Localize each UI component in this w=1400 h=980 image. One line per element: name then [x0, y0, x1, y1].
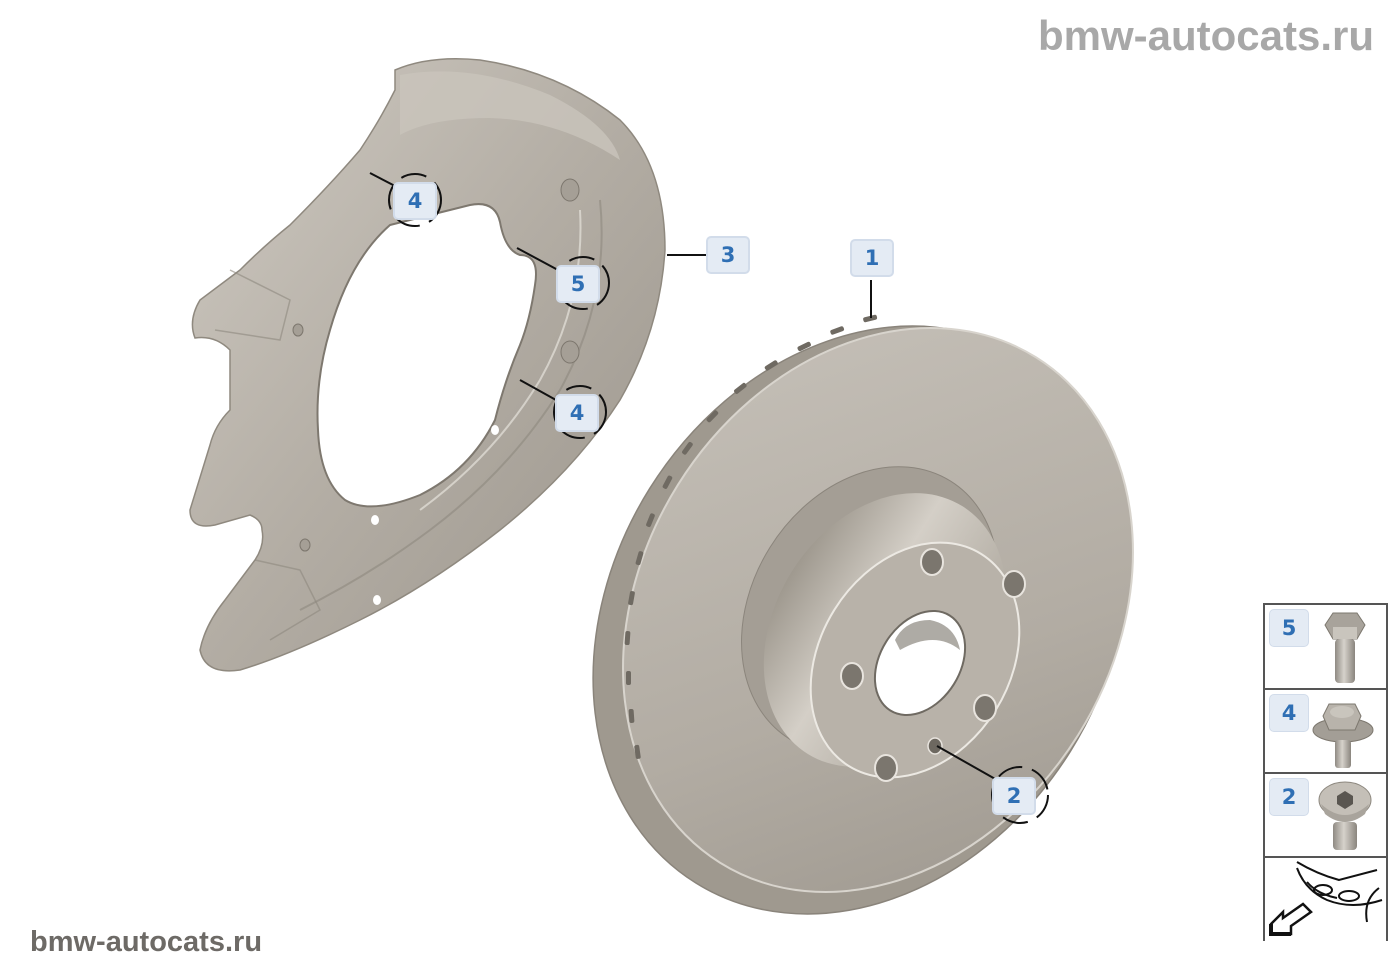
legend-label: 2 — [1269, 778, 1309, 816]
callout-part-3[interactable]: 3 — [706, 236, 750, 274]
callout-part-4-lower[interactable]: 4 — [555, 394, 599, 432]
legend-item-4[interactable]: 4 — [1265, 690, 1386, 774]
flange-bolt-icon — [1312, 703, 1374, 768]
callout-rings — [388, 173, 1049, 824]
legend-item-2[interactable]: 2 — [1265, 774, 1386, 858]
leader-lines — [369, 172, 998, 781]
legend-label: 5 — [1269, 609, 1309, 647]
brake-disc — [592, 314, 1134, 915]
legend-label: 4 — [1269, 694, 1309, 732]
countersunk-screw-icon — [1318, 781, 1372, 850]
legend-orientation — [1265, 858, 1386, 943]
callout-part-2[interactable]: 2 — [992, 777, 1036, 815]
watermark-bottom: bmw-autocats.ru — [30, 926, 263, 958]
callout-part-1[interactable]: 1 — [850, 239, 894, 277]
wheel-bolt-holes — [840, 548, 1026, 782]
front-left-car-direction-icon — [1269, 861, 1383, 936]
fastener-legend: 5 4 2 — [1263, 603, 1388, 941]
protection-plate — [189, 58, 666, 672]
callout-part-5[interactable]: 5 — [556, 265, 600, 303]
hex-bolt-icon — [1324, 612, 1366, 683]
callout-part-4-upper[interactable]: 4 — [393, 182, 437, 220]
watermark-top: bmw-autocats.ru — [1037, 12, 1374, 59]
legend-item-5[interactable]: 5 — [1265, 605, 1386, 690]
vent-slots — [624, 314, 878, 759]
